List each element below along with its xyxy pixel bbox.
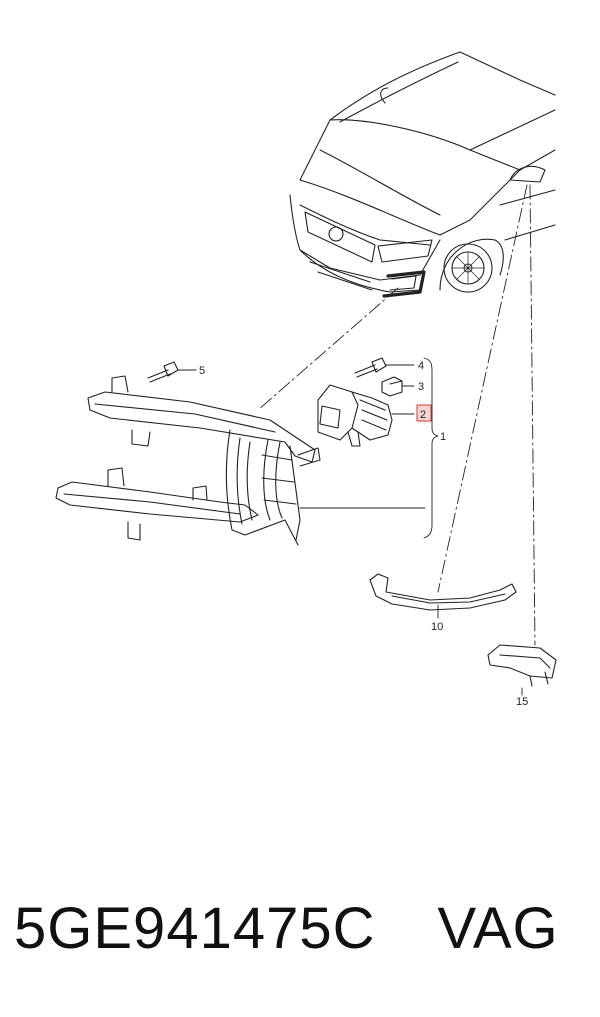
- callout-2: 2: [420, 409, 426, 421]
- callout-2-highlight: [416, 404, 432, 422]
- callout-3: 3: [418, 381, 424, 393]
- bracket-15: [487, 644, 557, 687]
- parts-diagram: 5 4 3 2 1 10 15: [55, 51, 557, 708]
- trim-strip-10: [369, 573, 517, 611]
- callout-10: 10: [431, 621, 443, 633]
- callout-leaders: [177, 357, 523, 696]
- screw-4: [354, 357, 387, 378]
- callout-4: 4: [418, 360, 424, 372]
- screw-5: [147, 361, 179, 383]
- callout-1: 1: [440, 431, 446, 443]
- part-number: 5GE941475C: [14, 896, 376, 961]
- brand-name: VAG: [437, 896, 559, 961]
- nut-3: [381, 376, 403, 397]
- car-illustration: [289, 51, 556, 298]
- leader-lines: [257, 184, 536, 646]
- callout-5: 5: [199, 365, 205, 377]
- drl-module: [317, 384, 393, 447]
- callout-15: 15: [516, 696, 528, 708]
- part-caption: 5GE941475C VAG: [14, 895, 594, 975]
- drl-trim-assembly: [55, 375, 321, 546]
